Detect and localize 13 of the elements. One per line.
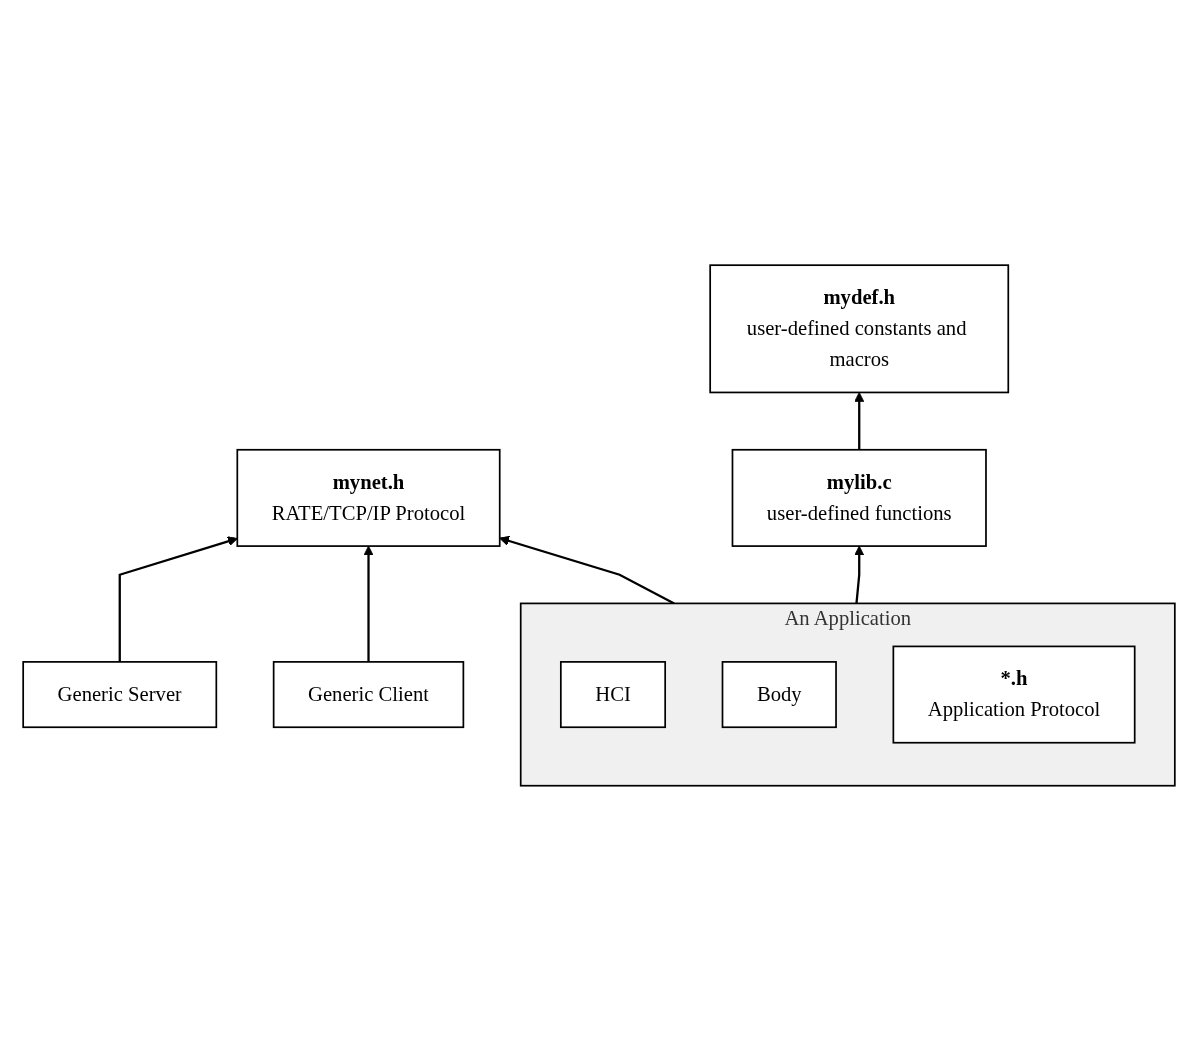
node-box: Generic Client <box>272 661 465 729</box>
node-box: mynet.h RATE/TCP/IP Protocol <box>236 448 501 547</box>
arrow <box>363 545 374 662</box>
arrow <box>854 545 865 604</box>
node-box: mylib.c user-defined functions <box>731 448 987 547</box>
node-box: mydef.h user-defined constants and macros <box>709 264 1010 394</box>
node-box: HCI <box>559 661 667 729</box>
node-box: Generic Server <box>22 661 218 729</box>
arrow <box>854 392 865 450</box>
arrow <box>499 535 675 605</box>
arrow <box>118 536 238 662</box>
node-box: Body <box>721 661 837 729</box>
node-box: *.h Application Protocol <box>892 645 1136 744</box>
